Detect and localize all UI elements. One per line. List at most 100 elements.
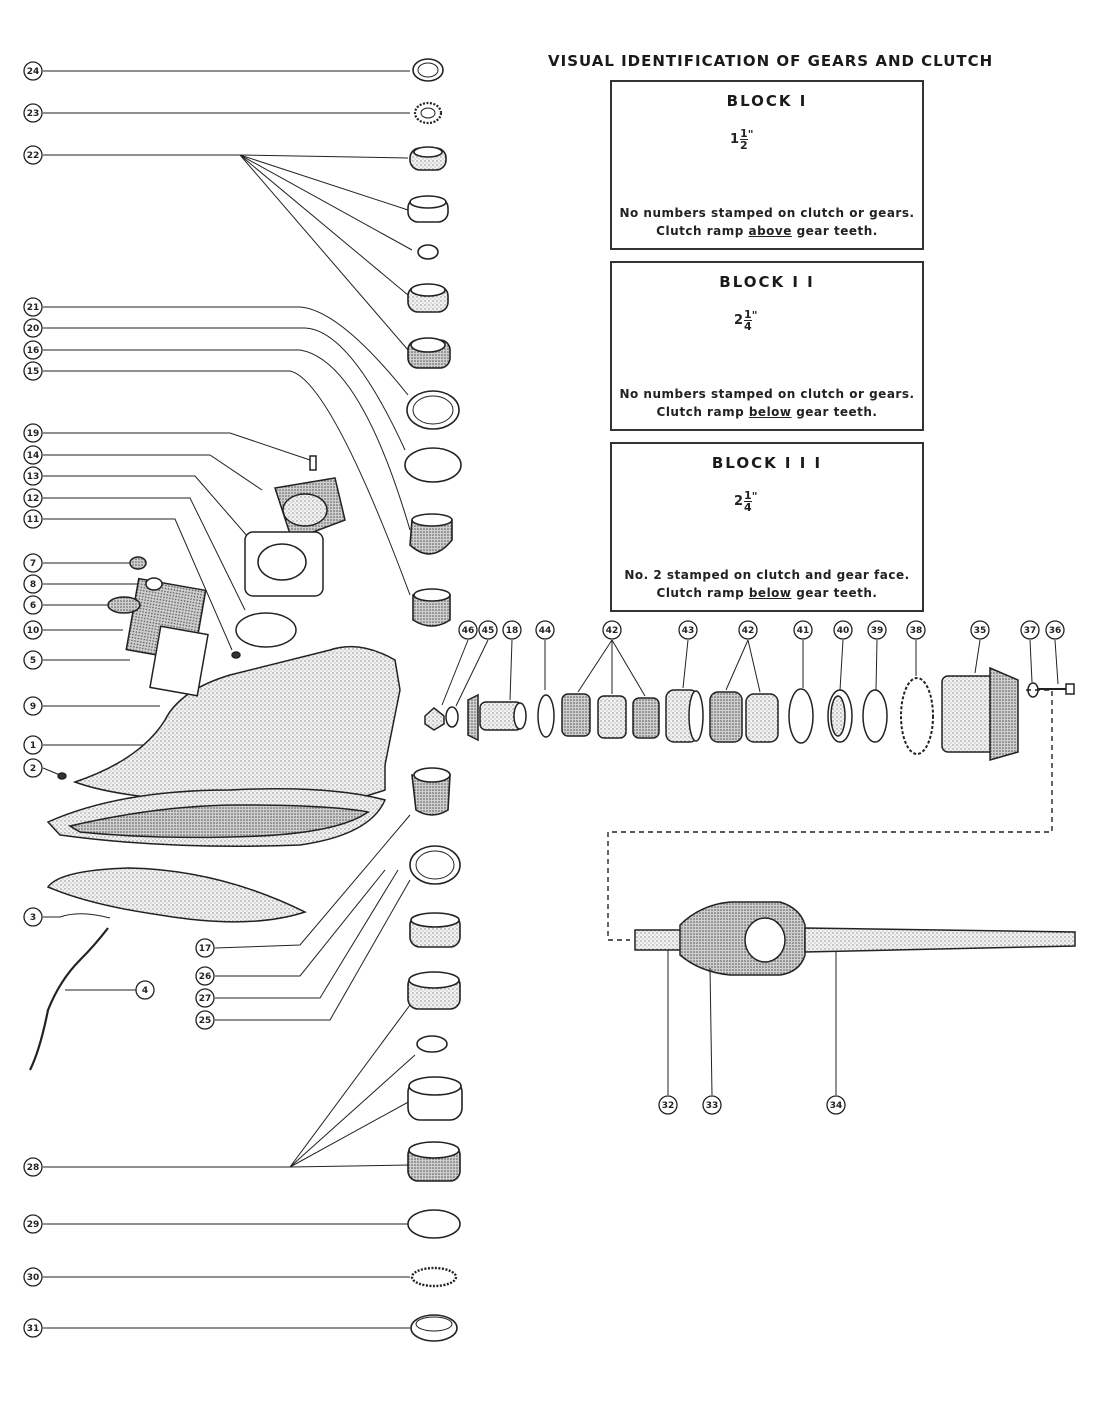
dimension-num: 1 <box>740 127 748 140</box>
dimension-num: 1 <box>744 308 752 321</box>
callout-number: 42 <box>742 626 755 636</box>
callout-circle <box>1020 620 1040 640</box>
callout-circle <box>826 1095 846 1115</box>
callout-number: 32 <box>662 1101 675 1111</box>
block-title: BLOCK I <box>726 92 808 110</box>
callout-circle <box>678 620 698 640</box>
callout-circle <box>23 650 43 670</box>
line2-pre: Clutch ramp <box>656 405 749 419</box>
callout-circle <box>23 340 43 360</box>
block-line-2: Clutch ramp below gear teeth. <box>612 586 922 600</box>
callout-circle <box>1045 620 1065 640</box>
callout-circle <box>23 696 43 716</box>
page-title: VISUAL IDENTIFICATION OF GEARS AND CLUTC… <box>548 52 994 70</box>
line2-post: gear teeth. <box>791 224 878 238</box>
callout-number: 11 <box>27 515 40 525</box>
callout-circle <box>23 595 43 615</box>
callout-number: 38 <box>910 626 923 636</box>
callout-circle <box>23 103 43 123</box>
callout-circle <box>906 620 926 640</box>
callout-circle <box>833 620 853 640</box>
callout-number: 37 <box>1024 626 1037 636</box>
callout-circle <box>23 620 43 640</box>
callout-circle <box>23 553 43 573</box>
line2-pre: Clutch ramp <box>656 586 749 600</box>
dashed-connector <box>607 689 1053 941</box>
dimension-den: 4 <box>744 501 752 514</box>
callout-number: 39 <box>871 626 884 636</box>
line2-post: gear teeth. <box>791 405 878 419</box>
callout-circle <box>867 620 887 640</box>
line2-pre: Clutch ramp <box>656 224 749 238</box>
callout-number: 25 <box>199 1016 212 1026</box>
dimension-whole: 2 <box>734 494 744 509</box>
callout-circle <box>458 620 478 640</box>
callout-circle <box>23 488 43 508</box>
propeller-shaft-assembly <box>634 901 1076 976</box>
callout-number: 17 <box>199 944 212 954</box>
dimension-whole: 1 <box>730 132 740 147</box>
callouts-left: 2423222120161519141312117861059123417262… <box>23 61 215 1338</box>
line2-underlined: below <box>748 405 792 419</box>
callout-number: 18 <box>506 626 519 636</box>
callout-circle <box>602 620 622 640</box>
callout-number: 10 <box>27 626 40 636</box>
callout-circle <box>535 620 555 640</box>
callout-number: 36 <box>1049 626 1062 636</box>
callout-circle <box>23 1157 43 1177</box>
callout-number: 45 <box>482 626 495 636</box>
dimension-mark: " <box>751 309 758 322</box>
callout-number: 20 <box>27 324 40 334</box>
callout-number: 31 <box>27 1324 40 1334</box>
dimension-mark: " <box>747 128 754 141</box>
callout-number: 12 <box>27 494 40 504</box>
callout-number: 40 <box>837 626 850 636</box>
callout-circle <box>502 620 522 640</box>
callout-number: 6 <box>30 601 36 611</box>
callout-number: 34 <box>830 1101 843 1111</box>
callout-number: 19 <box>27 429 40 439</box>
callout-number: 3 <box>30 913 36 923</box>
dimension-whole: 2 <box>734 313 744 328</box>
callout-number: 16 <box>27 346 40 356</box>
callout-number: 29 <box>27 1220 40 1230</box>
callout-number: 24 <box>27 67 40 77</box>
callout-number: 13 <box>27 472 40 482</box>
callout-circle <box>195 1010 215 1030</box>
callout-circle <box>23 1214 43 1234</box>
callout-circle <box>195 938 215 958</box>
block-line-1: No numbers stamped on clutch or gears. <box>619 206 915 220</box>
gearcase-housing <box>29 455 401 1071</box>
block-line-1: No numbers stamped on clutch or gears. <box>619 387 915 401</box>
callout-circle <box>702 1095 722 1115</box>
block-title: BLOCK I I I <box>711 454 823 472</box>
callout-circle <box>195 966 215 986</box>
callout-number: 43 <box>682 626 695 636</box>
callout-number: 35 <box>974 626 987 636</box>
callout-circle <box>23 145 43 165</box>
callout-circle <box>478 620 498 640</box>
callout-circle <box>23 361 43 381</box>
callout-circle <box>195 988 215 1008</box>
callout-number: 41 <box>797 626 810 636</box>
callout-circle <box>23 735 43 755</box>
callout-number: 1 <box>30 741 36 751</box>
callout-circle <box>23 509 43 529</box>
callout-number: 14 <box>27 451 40 461</box>
callout-circle <box>23 758 43 778</box>
callout-number: 22 <box>27 151 40 161</box>
callout-number: 46 <box>462 626 475 636</box>
callout-circle <box>23 445 43 465</box>
line2-underlined: above <box>748 224 792 238</box>
callout-circle <box>23 1267 43 1287</box>
callout-circle <box>135 980 155 1000</box>
block-title: BLOCK I I <box>719 273 815 291</box>
callout-circle <box>738 620 758 640</box>
